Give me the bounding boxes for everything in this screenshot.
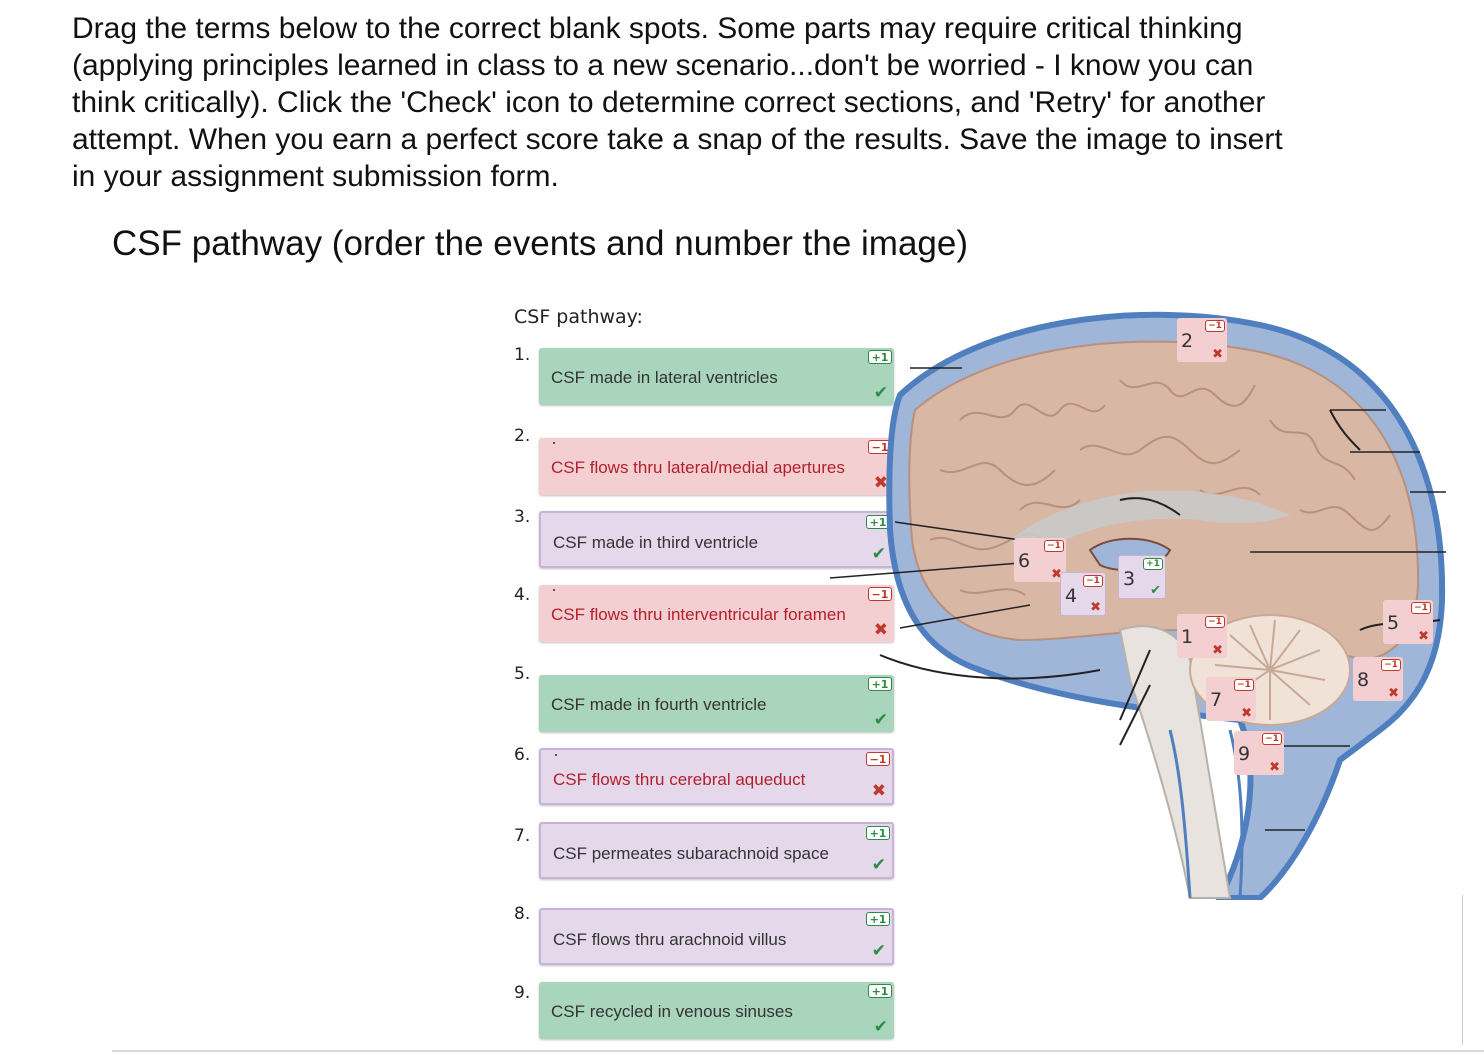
check-icon: ✔ [1150, 583, 1161, 598]
diagram-pin-7[interactable]: 7 −1 ✖ [1206, 677, 1256, 721]
score-badge: +1 [1143, 558, 1163, 570]
term-label: CSF flows thru lateral/medial apertures [551, 458, 845, 477]
check-icon: ✔ [871, 941, 886, 961]
pin-number: 7 [1210, 689, 1223, 711]
step-number: 1. [514, 345, 531, 365]
cross-icon: ✖ [873, 620, 888, 640]
step-number: 7. [514, 826, 531, 846]
score-badge: −1 [1083, 575, 1103, 587]
score-badge: −1 [1381, 659, 1401, 671]
instructions-line: in your assignment submission form. [72, 160, 559, 193]
instructions-line: attempt. When you earn a perfect score t… [72, 123, 1283, 156]
cross-icon: ✖ [1212, 643, 1223, 658]
slot-marker [553, 589, 555, 591]
check-icon: ✔ [873, 1017, 888, 1037]
slot-marker [555, 754, 557, 756]
pin-number: 3 [1123, 568, 1136, 590]
diagram-pin-2[interactable]: 2 −1 ✖ [1177, 318, 1227, 362]
term-label: CSF recycled in venous sinuses [551, 1002, 793, 1021]
drop-slot-6[interactable]: CSF flows thru cerebral aqueduct −1 ✖ [539, 748, 894, 805]
check-icon: ✔ [873, 710, 888, 730]
pin-number: 8 [1357, 669, 1370, 691]
diagram-pin-6[interactable]: 6 −1 ✖ [1014, 538, 1066, 582]
term-label: CSF permeates subarachnoid space [553, 844, 829, 863]
divider [112, 1050, 1484, 1052]
diagram-pin-5[interactable]: 5 −1 ✖ [1383, 600, 1433, 644]
pin-number: 5 [1387, 612, 1400, 634]
pin-number: 9 [1238, 743, 1251, 765]
check-icon: ✔ [871, 544, 886, 564]
check-icon: ✔ [871, 855, 886, 875]
score-badge: −1 [1205, 320, 1225, 332]
diagram-pin-8[interactable]: 8 −1 ✖ [1353, 657, 1403, 701]
score-badge: +1 [868, 350, 892, 364]
diagram-pin-4[interactable]: 4 −1 ✖ [1060, 572, 1106, 616]
cross-icon: ✖ [1418, 629, 1429, 644]
drop-slot-7[interactable]: CSF permeates subarachnoid space +1 ✔ [539, 822, 894, 879]
diagram-pin-1[interactable]: 1 −1 ✖ [1177, 614, 1227, 658]
drop-slot-9[interactable]: CSF recycled in venous sinuses +1 ✔ [539, 982, 894, 1039]
score-badge: +1 [868, 984, 892, 998]
cross-icon: ✖ [1241, 706, 1252, 721]
cross-icon: ✖ [1051, 567, 1062, 582]
drop-slot-5[interactable]: CSF made in fourth ventricle +1 ✔ [539, 675, 894, 732]
instructions-line: Drag the terms below to the correct blan… [72, 12, 1243, 45]
instructions-line: (applying principles learned in class to… [72, 49, 1254, 82]
score-badge: −1 [866, 752, 890, 766]
score-badge: −1 [1262, 733, 1282, 745]
leader-lines [829, 334, 1446, 831]
section-title: CSF pathway (order the events and number… [112, 224, 968, 263]
term-label: CSF flows thru arachnoid villus [553, 930, 787, 949]
diagram-pin-9[interactable]: 9 −1 ✖ [1234, 731, 1284, 775]
step-number: 2. [514, 426, 531, 446]
drop-slot-2[interactable]: CSF flows thru lateral/medial apertures … [539, 438, 894, 495]
cross-icon: ✖ [1388, 686, 1399, 701]
instructions-line: think critically). Click the 'Check' ico… [72, 86, 1266, 119]
score-badge: +1 [866, 826, 890, 840]
list-label: CSF pathway: [514, 306, 643, 328]
score-badge: +1 [866, 515, 890, 529]
score-badge: −1 [1205, 616, 1225, 628]
cross-icon: ✖ [1090, 600, 1101, 615]
term-label: CSF flows thru cerebral aqueduct [553, 770, 806, 789]
term-label: CSF made in fourth ventricle [551, 695, 767, 714]
diagram-pin-3[interactable]: 3 +1 ✔ [1118, 555, 1166, 599]
cross-icon: ✖ [1269, 760, 1280, 775]
score-badge: −1 [1411, 602, 1431, 614]
score-badge: −1 [1044, 540, 1064, 552]
step-number: 3. [514, 507, 531, 527]
cross-icon: ✖ [871, 781, 886, 801]
step-number: 6. [514, 745, 531, 765]
spinal-canal [1168, 729, 1244, 899]
slot-marker [553, 442, 555, 444]
step-number: 8. [514, 904, 531, 924]
term-label: CSF flows thru interventricular foramen [551, 605, 846, 624]
cross-icon: ✖ [873, 473, 888, 493]
pin-number: 2 [1181, 330, 1194, 352]
drop-slot-4[interactable]: CSF flows thru interventricular foramen … [539, 585, 894, 642]
instructions-text: Drag the terms below to the correct blan… [72, 10, 1442, 195]
drop-slot-8[interactable]: CSF flows thru arachnoid villus +1 ✔ [539, 908, 894, 965]
score-badge: +1 [868, 677, 892, 691]
drop-slot-3[interactable]: CSF made in third ventricle +1 ✔ [539, 511, 894, 568]
term-label: CSF made in third ventricle [553, 533, 759, 552]
pin-number: 6 [1018, 550, 1031, 572]
step-number: 5. [514, 664, 531, 684]
score-badge: −1 [1234, 679, 1254, 691]
check-icon: ✔ [873, 383, 888, 403]
score-badge: +1 [866, 912, 890, 926]
pin-number: 4 [1065, 585, 1078, 607]
pin-number: 1 [1181, 626, 1194, 648]
divider [1462, 895, 1463, 1045]
score-badge: −1 [868, 587, 892, 601]
lateral-ventricle [1010, 490, 1290, 560]
gyri-lines [929, 379, 1391, 596]
step-number: 9. [514, 983, 531, 1003]
drop-slot-1[interactable]: CSF made in lateral ventricles +1 ✔ [539, 348, 894, 405]
cross-icon: ✖ [1212, 347, 1223, 362]
term-label: CSF made in lateral ventricles [551, 368, 778, 387]
step-number: 4. [514, 585, 531, 605]
brain-sagittal-diagram [829, 311, 1446, 900]
